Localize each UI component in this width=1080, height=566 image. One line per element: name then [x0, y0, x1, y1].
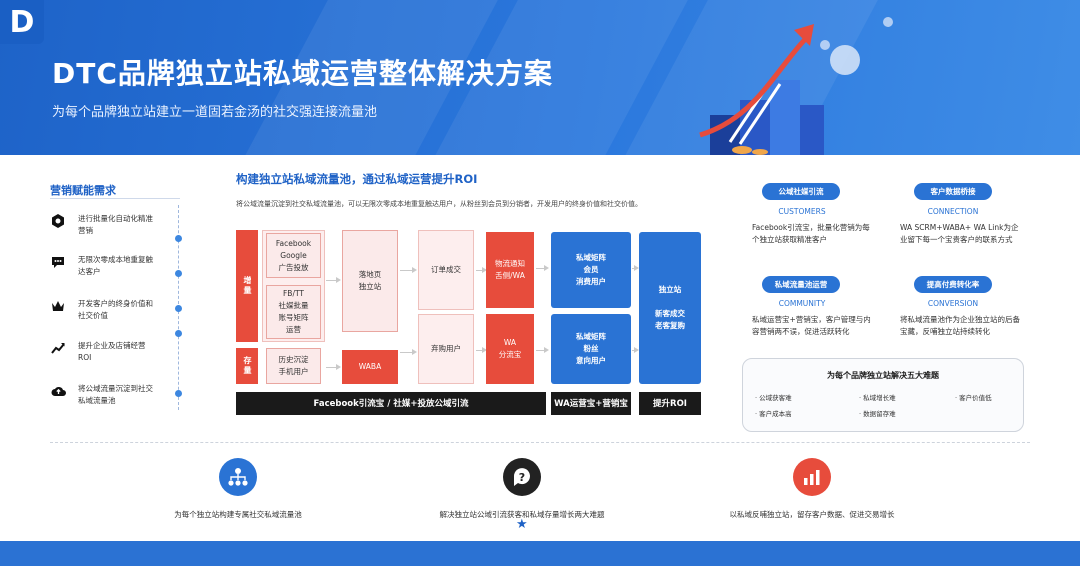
bar-roi: 提升ROI: [639, 392, 701, 415]
flow-heading: 构建独立站私域流量池，通过私域运营提升ROI: [236, 172, 478, 186]
divider: [50, 198, 180, 199]
independent-site-box: 独立站 新客成交 老客复购: [639, 232, 701, 384]
svg-text:?: ?: [519, 471, 525, 484]
card-en-connection: CONNECTION: [927, 207, 979, 216]
cloud-upload-icon: [50, 383, 66, 399]
order-deal-box: 订单成交: [431, 265, 461, 274]
page-subtitle: 为每个品牌独立站建立一道固若金汤的社交强连接流量池: [52, 105, 378, 120]
timeline-dot: [175, 305, 182, 312]
flow-arrow: [632, 265, 639, 271]
card-desc: Facebook引流宝，批量化营销为每个独立站获取精准客户: [752, 223, 870, 244]
trend-up-icon: [50, 340, 66, 356]
card-title-community: 私域流量池运营: [762, 276, 840, 293]
card-desc: WA SCRM+WABA+ WA Link为企业留下每一个宝贵客户的联系方式: [900, 223, 1019, 244]
question-icon: ?: [503, 458, 541, 496]
landing-page-box: 落地页 独立站: [342, 230, 398, 332]
flow-arrow: [476, 267, 487, 273]
bottom-text: 为每个独立站构建专属社交私域流量池: [174, 510, 302, 519]
need-item: 将公域流量沉淀到社交私域流量池: [50, 383, 180, 407]
bar-wa-operations: WA运营宝+营销宝: [551, 392, 631, 415]
stock-label: 存量: [236, 348, 258, 384]
logo: D: [0, 0, 44, 44]
network-icon: [219, 458, 257, 496]
card-en-conversion: CONVERSION: [927, 299, 979, 308]
abandon-users-box: 弃购用户: [431, 344, 461, 353]
fb-tt-box: FB/TT 社媒批量 账号矩阵 运营: [266, 285, 321, 339]
hero-banner: D DTC品牌独立站私域运营整体解决方案 为每个品牌独立站建立一道固若金汤的社交…: [0, 0, 1080, 155]
wa-split-box: WA 分流宝: [486, 314, 534, 384]
need-item: 开发客户的终身价值和社交价值: [50, 298, 180, 322]
card-en-community: COMMUNITY: [778, 299, 826, 308]
order-group: [418, 230, 474, 310]
five-problems-heading: 为每个品牌独立站解决五大难题: [827, 371, 939, 380]
five-problems-box: 为每个品牌独立站解决五大难题 · 公域获客难 · 私域增长难 · 客户价值低 ·…: [742, 358, 1024, 432]
flow-arrow: [326, 364, 341, 370]
flow-arrow: [632, 347, 639, 353]
private-matrix-fans-box: 私域矩阵 粉丝 意向用户: [551, 314, 631, 384]
private-matrix-members-box: 私域矩阵 会员 消费用户: [551, 232, 631, 308]
flow-arrow: [536, 265, 549, 271]
problem-item: · 客户成本高: [755, 410, 792, 418]
problem-item: · 数据留存难: [859, 410, 896, 418]
need-item: 进行批量化自动化精准营销: [50, 213, 180, 237]
page-title: DTC品牌独立站私域运营整体解决方案: [52, 57, 553, 90]
flow-arrow: [536, 347, 549, 353]
divider: [50, 442, 1030, 443]
card-title-traffic: 公域社媒引流: [762, 183, 840, 200]
need-text: 将公域流量沉淀到社交私域流量池: [78, 384, 153, 405]
chat-bubble-icon: [50, 254, 66, 270]
bar-chart-icon: [793, 458, 831, 496]
card-title-data-bridge: 客户数据桥接: [914, 183, 992, 200]
need-text: 开发客户的终身价值和社交价值: [78, 299, 153, 320]
need-text: 提升企业及店铺经营ROI: [78, 341, 146, 362]
need-text: 进行批量化自动化精准营销: [78, 214, 153, 235]
footer-band: [0, 541, 1080, 566]
flow-arrow: [400, 267, 417, 273]
increment-label: 增量: [236, 230, 258, 342]
bottom-text: 解决独立站公域引流获客和私域存量增长两大难题: [439, 510, 605, 519]
flow-arrow: [400, 349, 417, 355]
history-users-box: 历史沉淀 手机用户: [266, 348, 321, 384]
needs-heading: 营销赋能需求: [50, 184, 116, 197]
card-desc: 私域运营宝+营销宝，客户管理与内容营销两不误，促进活跃转化: [752, 315, 871, 336]
problem-item: · 公域获客难: [755, 394, 792, 402]
card-desc: 将私域流量池作为企业独立站的后备宝藏，反哺独立站持续转化: [900, 315, 1020, 336]
flow-arrow: [326, 277, 341, 283]
flow-description: 将公域流量沉淀到社交私域流量池，可以无限次零成本地重复触达用户，从粉丝到会员到分…: [236, 200, 642, 208]
problem-item: · 私域增长难: [859, 394, 896, 402]
bottom-text: 以私域反哺独立站，留存客户数据、促进交易增长: [729, 510, 895, 519]
facebook-google-box: Facebook Google 广告投放: [266, 233, 321, 278]
need-item: 提升企业及店铺经营ROI: [50, 340, 180, 364]
growth-illustration: [699, 17, 893, 155]
timeline-dot: [175, 330, 182, 337]
crown-icon: [50, 298, 66, 314]
timeline-dot: [175, 390, 182, 397]
timeline-dot: [175, 235, 182, 242]
logistics-notice-box: 物流通知 舌侧/WA: [486, 232, 534, 308]
need-item: 无限次零成本地重复触达客户: [50, 254, 180, 278]
flow-arrow: [476, 347, 487, 353]
card-title-conversion: 提高付费转化率: [914, 276, 992, 293]
timeline-dot: [175, 270, 182, 277]
waba-box: WABA: [342, 350, 398, 384]
hexagon-icon: [50, 213, 66, 229]
card-en-customers: CUSTOMERS: [778, 207, 826, 216]
star-icon: ★: [516, 517, 528, 532]
need-text: 无限次零成本地重复触达客户: [78, 255, 153, 276]
bar-facebook-traffic: Facebook引流宝 / 社媒+投放公域引流: [236, 392, 546, 415]
abandon-group: [418, 314, 474, 384]
problem-item: · 客户价值低: [955, 394, 992, 402]
